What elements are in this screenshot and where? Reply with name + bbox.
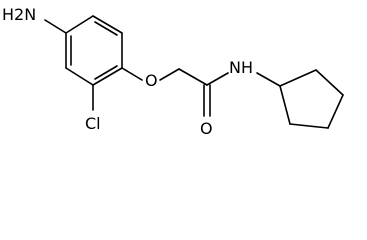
bond-amine <box>44 19 67 34</box>
cyclopentyl-bond-1 <box>279 69 317 87</box>
bond-nitrogen-to-cyclopentyl <box>256 72 281 87</box>
ring-bond-c4-c5-inner <box>94 65 118 80</box>
ring-bond-c5-c6 <box>65 67 94 86</box>
chlorine-label: Cl <box>85 114 101 133</box>
bond-ether-oxygen-to-ch2 <box>159 68 180 81</box>
ring-bond-c2-c3 <box>92 15 123 34</box>
bond-ring-to-ether-oxygen <box>121 67 143 81</box>
ring-bond-c2-c3-inner <box>94 21 118 36</box>
ring-bond-c1-c2 <box>65 15 94 34</box>
structure-canvas: H2N O Cl O NH <box>2 5 344 138</box>
molecule-diagram: H2N O Cl O NH <box>2 5 344 138</box>
amide-nitrogen-label: NH <box>229 58 253 77</box>
ether-oxygen-label: O <box>145 71 158 90</box>
bond-carbonyl-to-nitrogen <box>206 72 229 86</box>
cyclopentyl-bond-3 <box>327 94 344 129</box>
cyclopentyl-bond-5 <box>279 85 291 125</box>
amine-label: H2N <box>2 5 36 24</box>
cyclopentyl-bond-2 <box>315 69 344 96</box>
cyclopentyl-bond-4 <box>289 123 329 129</box>
ring-bond-c4-c5 <box>92 67 123 86</box>
carbonyl-oxygen-label: O <box>200 119 213 138</box>
bond-ch2-to-carbonyl <box>178 68 208 86</box>
